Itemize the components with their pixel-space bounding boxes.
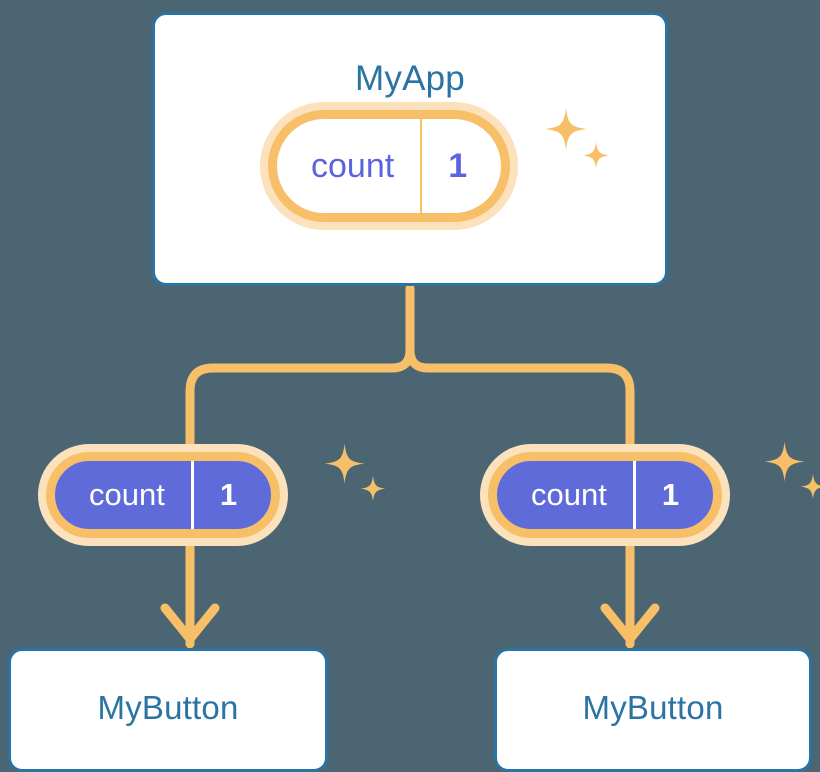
state-pill[interactable]: count 1 <box>46 452 281 538</box>
state-pill-value: 1 <box>420 119 501 213</box>
state-pill-right-branch[interactable]: count 1 <box>488 452 723 538</box>
state-pill-value: 1 <box>190 461 271 529</box>
sparkle-four-point-icon <box>324 443 386 501</box>
state-pill-myapp[interactable]: count 1 <box>268 110 511 222</box>
mybutton-card-right[interactable]: MyButton <box>494 648 812 772</box>
state-pill-key: count <box>89 477 165 512</box>
mybutton-card-left[interactable]: MyButton <box>8 648 328 772</box>
state-pill[interactable]: count 1 <box>268 110 511 222</box>
state-pill[interactable]: count 1 <box>488 452 723 538</box>
state-pill-key: count <box>311 146 395 185</box>
state-pill-left-branch[interactable]: count 1 <box>46 452 281 538</box>
mybutton-label: MyButton <box>97 689 239 726</box>
state-pill-value: 1 <box>632 461 713 529</box>
state-pill-key: count <box>531 477 607 512</box>
mybutton-label: MyButton <box>582 689 724 726</box>
page-title: MyApp <box>355 59 465 98</box>
sparkle-four-point-icon <box>764 441 820 499</box>
